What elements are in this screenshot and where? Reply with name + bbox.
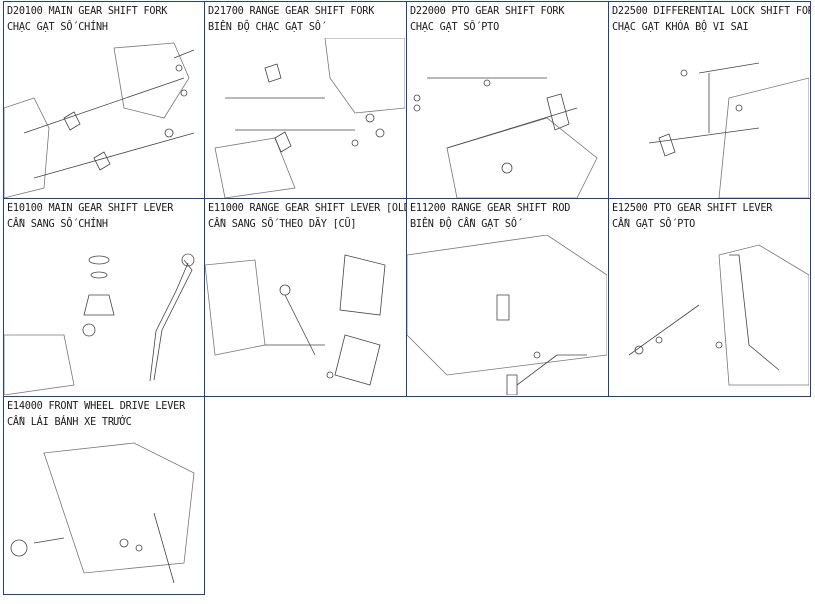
diagram-tile-e11200[interactable]: E11200 RANGE GEAR SHIFT ROD BIÊN ĐỘ CẦN … <box>406 198 609 397</box>
diagram-vietnamese-title: CHẠC GẠT SỐ CHÍNH <box>7 22 108 33</box>
diagram-vietnamese-title: CHẠC GẠT KHÓA BỘ VI SAI <box>612 22 749 33</box>
diagram-caption: E12500 PTO GEAR SHIFT LEVER CẦN GẠT SỐ P… <box>612 201 807 233</box>
diagram-tile-d22000[interactable]: D22000 PTO GEAR SHIFT FORK CHẠC GẠT SỐ P… <box>406 1 609 199</box>
diagram-code-title: E10100 MAIN GEAR SHIFT LEVER <box>7 203 174 214</box>
diagram-tile-e14000[interactable]: E14000 FRONT WHEEL DRIVE LEVER CẦN LÁI B… <box>3 396 205 595</box>
diagram-vietnamese-title: CẦN SANG SỐ CHÍNH <box>7 219 108 230</box>
diagram-code-title: D22000 PTO GEAR SHIFT FORK <box>410 6 565 17</box>
diagram-vietnamese-title: BIÊN ĐỘ CHẠC GẠT SỐ <box>208 22 321 33</box>
diagram-tile-d20100[interactable]: D20100 MAIN GEAR SHIFT FORK CHẠC GẠT SỐ … <box>3 1 205 199</box>
diagram-code-title: D20100 MAIN GEAR SHIFT FORK <box>7 6 168 17</box>
exploded-parts-drawing-icon <box>205 38 405 198</box>
diagram-caption: D22000 PTO GEAR SHIFT FORK CHẠC GẠT SỐ P… <box>410 4 605 36</box>
exploded-parts-drawing-icon <box>609 235 809 395</box>
diagram-caption: D22500 DIFFERENTIAL LOCK SHIFT FOR CHẠC … <box>612 4 811 36</box>
diagram-code-title: D22500 DIFFERENTIAL LOCK SHIFT FOR <box>612 6 811 17</box>
diagram-code-title: E12500 PTO GEAR SHIFT LEVER <box>612 203 773 214</box>
exploded-parts-drawing-icon <box>407 235 607 395</box>
diagram-code-title: E14000 FRONT WHEEL DRIVE LEVER <box>7 401 186 412</box>
exploded-parts-drawing-icon <box>609 38 809 198</box>
diagram-caption: E11200 RANGE GEAR SHIFT ROD BIÊN ĐỘ CẦN … <box>410 201 605 233</box>
diagram-code-title: E11200 RANGE GEAR SHIFT ROD <box>410 203 571 214</box>
exploded-parts-drawing-icon <box>407 38 607 198</box>
diagram-tile-e10100[interactable]: E10100 MAIN GEAR SHIFT LEVER CẦN SANG SỐ… <box>3 198 205 397</box>
exploded-parts-drawing-icon <box>4 433 204 593</box>
diagram-vietnamese-title: CẦN LÁI BÁNH XE TRƯỚC <box>7 417 132 428</box>
exploded-parts-drawing-icon <box>4 235 204 395</box>
parts-diagram-grid: D20100 MAIN GEAR SHIFT FORK CHẠC GẠT SỐ … <box>3 1 811 595</box>
diagram-tile-d22500[interactable]: D22500 DIFFERENTIAL LOCK SHIFT FOR CHẠC … <box>608 1 811 199</box>
diagram-code-title: E11000 RANGE GEAR SHIFT LEVER [OLD <box>208 203 407 214</box>
diagram-tile-e12500[interactable]: E12500 PTO GEAR SHIFT LEVER CẦN GẠT SỐ P… <box>608 198 811 397</box>
diagram-caption: E10100 MAIN GEAR SHIFT LEVER CẦN SANG SỐ… <box>7 201 201 233</box>
exploded-parts-drawing-icon <box>4 38 204 198</box>
diagram-tile-e11000[interactable]: E11000 RANGE GEAR SHIFT LEVER [OLD CẦN S… <box>204 198 407 397</box>
exploded-parts-drawing-icon <box>205 235 405 395</box>
diagram-caption: D20100 MAIN GEAR SHIFT FORK CHẠC GẠT SỐ … <box>7 4 201 36</box>
diagram-code-title: D21700 RANGE GEAR SHIFT FORK <box>208 6 375 17</box>
diagram-vietnamese-title: CẦN GẠT SỐ PTO <box>612 219 696 230</box>
diagram-caption: E11000 RANGE GEAR SHIFT LEVER [OLD CẦN S… <box>208 201 407 233</box>
diagram-vietnamese-title: CHẠC GẠT SỐ PTO <box>410 22 500 33</box>
diagram-vietnamese-title: BIÊN ĐỘ CẦN GẠT SỐ <box>410 219 517 230</box>
diagram-caption: D21700 RANGE GEAR SHIFT FORK BIÊN ĐỘ CHẠ… <box>208 4 403 36</box>
diagram-vietnamese-title: CẦN SANG SỐ THEO DÃY [CŨ] <box>208 219 357 230</box>
diagram-tile-d21700[interactable]: D21700 RANGE GEAR SHIFT FORK BIÊN ĐỘ CHẠ… <box>204 1 407 199</box>
diagram-caption: E14000 FRONT WHEEL DRIVE LEVER CẦN LÁI B… <box>7 399 201 431</box>
